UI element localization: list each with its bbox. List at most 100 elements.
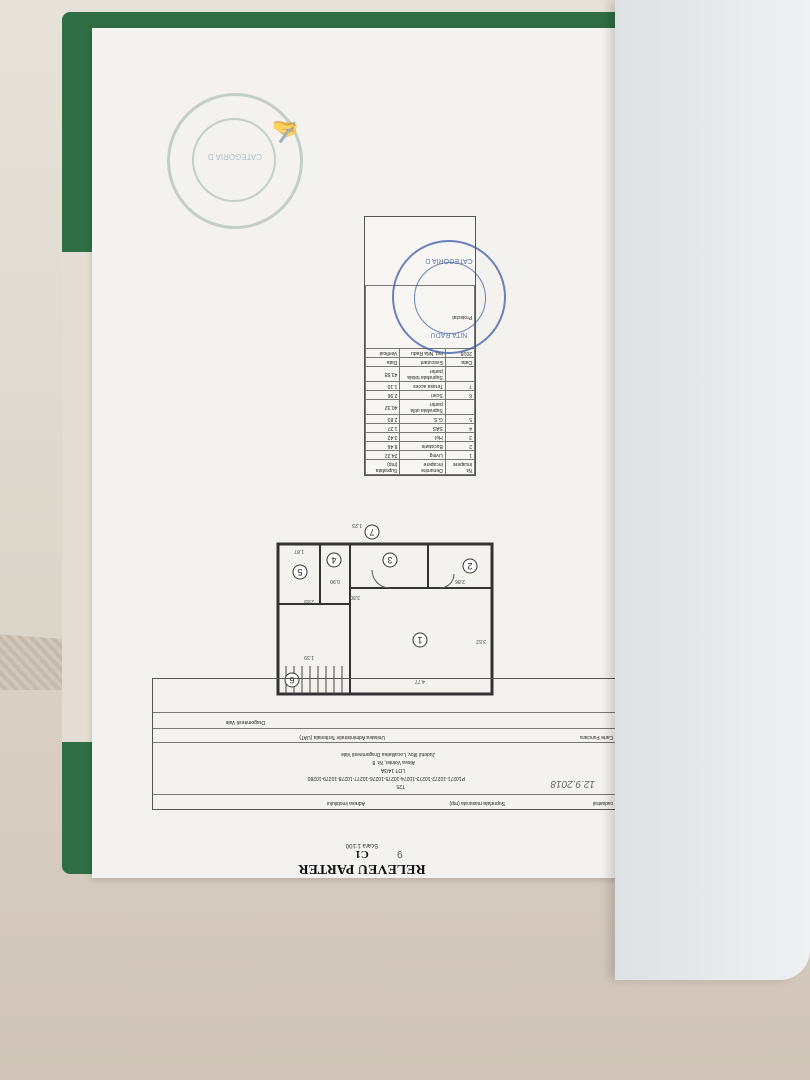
- legend-cell: Terasa acces: [399, 381, 446, 391]
- legend-cell: Suprafata totala parter: [399, 366, 446, 382]
- title-block-lot: LOT 14/3A: [380, 767, 405, 773]
- legend-cell: G.S.: [399, 414, 446, 424]
- dimension-label: 1.23: [352, 522, 362, 528]
- legend-footer-row: Data Executant Data: [365, 357, 475, 367]
- title-block: Nr. cadastral Suprafata masurata (mp) Ad…: [152, 678, 626, 810]
- room-marker: [462, 558, 478, 574]
- title-block-t: T25: [396, 783, 405, 789]
- title-block-row: Dragomiresti Vale: [153, 712, 625, 729]
- room-number: 1: [417, 635, 422, 645]
- faded-stamp: CATEGORIA D: [167, 93, 303, 229]
- legend-footer: Executant: [399, 357, 446, 367]
- title-block-row: 12.9.2018 T25 P10271-10272-10273-10274-1…: [153, 742, 625, 795]
- legend-cell: 1.37: [365, 423, 400, 433]
- legend-cell: Living: [399, 450, 446, 460]
- legend-cell: 6: [445, 390, 475, 400]
- facing-page: [615, 0, 810, 980]
- legend-cell: [445, 399, 475, 415]
- room-number: 3: [387, 555, 392, 565]
- legend-footer: Data: [365, 357, 400, 367]
- title-block-row: Nr. cadastral Suprafata masurata (mp) Ad…: [153, 794, 625, 809]
- sheet-subtitle: C1: [355, 848, 369, 860]
- legend-header-row: Nr. incapere Denumire incapere Suprafata…: [365, 459, 475, 475]
- legend-cell: 1: [445, 450, 475, 460]
- stamp-text: NITA RADU: [430, 331, 468, 338]
- room-marker: [412, 632, 428, 648]
- dimension-label: 3.80: [350, 594, 360, 600]
- dimension-label: 4.77: [415, 678, 425, 684]
- legend-cell: 24.22: [365, 450, 400, 460]
- engineer-stamp: NITA RADU CATEGORIA D: [392, 240, 506, 354]
- legend-cell: 4: [445, 423, 475, 433]
- door-swing: [371, 569, 391, 589]
- room-number: 5: [297, 567, 302, 577]
- title-block-label: Suprafata masurata (mp): [449, 800, 505, 806]
- title-block-label: Adresa imobilului: [326, 800, 365, 806]
- outer-wall: [276, 542, 494, 696]
- room-marker: [364, 524, 380, 540]
- sheet-scale: Scara 1:100: [345, 842, 379, 848]
- dimension-label: 3.52: [476, 638, 486, 644]
- legend-cell: [445, 366, 475, 382]
- title-block-county: Judetul Ilfov, Localitatea Dragomiresti …: [340, 751, 435, 757]
- room-number: 4: [331, 555, 336, 565]
- faded-stamp-text: CATEGORIA D: [207, 152, 263, 161]
- legend-cell: 43.58: [365, 366, 400, 382]
- legend-cell: Hol: [399, 432, 446, 442]
- stamp-text: CATEGORIA D: [425, 257, 473, 264]
- room-marker: [292, 564, 308, 580]
- handwritten-note: 12.9.2018: [550, 778, 596, 789]
- sheet-title: RELEVEU PARTER: [298, 861, 426, 876]
- legend-cell: Scari: [399, 390, 446, 400]
- title-block-label: Unitatea Administrativ Teritoriala (UAT): [299, 734, 385, 740]
- legend-cell: 3: [445, 432, 475, 442]
- room-number: 7: [369, 527, 374, 537]
- legend-header: Denumire incapere: [399, 459, 446, 475]
- floor-plan-drawing: 1 2 3 4 5 6 7 4.77 2.86 3.52 1.39 2.89 1…: [276, 522, 494, 696]
- dimension-label: 2.86: [455, 578, 465, 584]
- legend-cell: SAS: [399, 423, 446, 433]
- legend-cell: Bucatarie: [399, 441, 446, 451]
- legend-cell: 8.46: [365, 441, 400, 451]
- legend-header: Suprafata (mp): [365, 459, 400, 475]
- legend-cell: 2: [445, 441, 475, 451]
- legend-cell: Suprafata utila parter: [399, 399, 446, 415]
- legend-verified: Verificat: [365, 348, 400, 358]
- door-swing: [439, 573, 455, 589]
- engineer-stamp-inner: [414, 262, 486, 334]
- floor-plan: 1 2 3 4 5 6 7 4.77 2.86 3.52 1.39 2.89 1…: [270, 518, 500, 700]
- room-number: 2: [467, 561, 472, 571]
- room-marker: [326, 552, 342, 568]
- legend-cell: 2.83: [365, 414, 400, 424]
- legend-cell: 1.10: [365, 381, 400, 391]
- dimension-label: 2.89: [304, 598, 314, 604]
- room-marker: [284, 672, 300, 688]
- title-block-numbers: P10271-10272-10273-10274-10275-10276-102…: [307, 775, 465, 781]
- legend-footer: Data: [445, 357, 475, 367]
- legend-cell: 2.96: [365, 390, 400, 400]
- title-block-street: Aleea Vointei, Nr. 8: [372, 759, 415, 765]
- faded-stamp-inner: [192, 118, 276, 202]
- sheet-number: 9: [397, 848, 403, 859]
- legend-cell: 40.32: [365, 399, 400, 415]
- dimension-label: 1.87: [294, 548, 304, 554]
- sheet-title-group: RELEVEU PARTER C1 Scara 1:100: [232, 816, 492, 876]
- document-page: CATEGORIA D ✍ Nr. incapere Denumire inca…: [92, 28, 632, 878]
- dimension-label: 0.90: [330, 578, 340, 584]
- legend-cell: 5: [445, 414, 475, 424]
- dimension-label: 1.39: [304, 654, 314, 660]
- legend-cell: 3.42: [365, 432, 400, 442]
- legend-header: Nr. incapere: [445, 459, 475, 475]
- legend-cell: 7: [445, 381, 475, 391]
- room-marker: [382, 552, 398, 568]
- signature-mark: ✍: [272, 119, 300, 144]
